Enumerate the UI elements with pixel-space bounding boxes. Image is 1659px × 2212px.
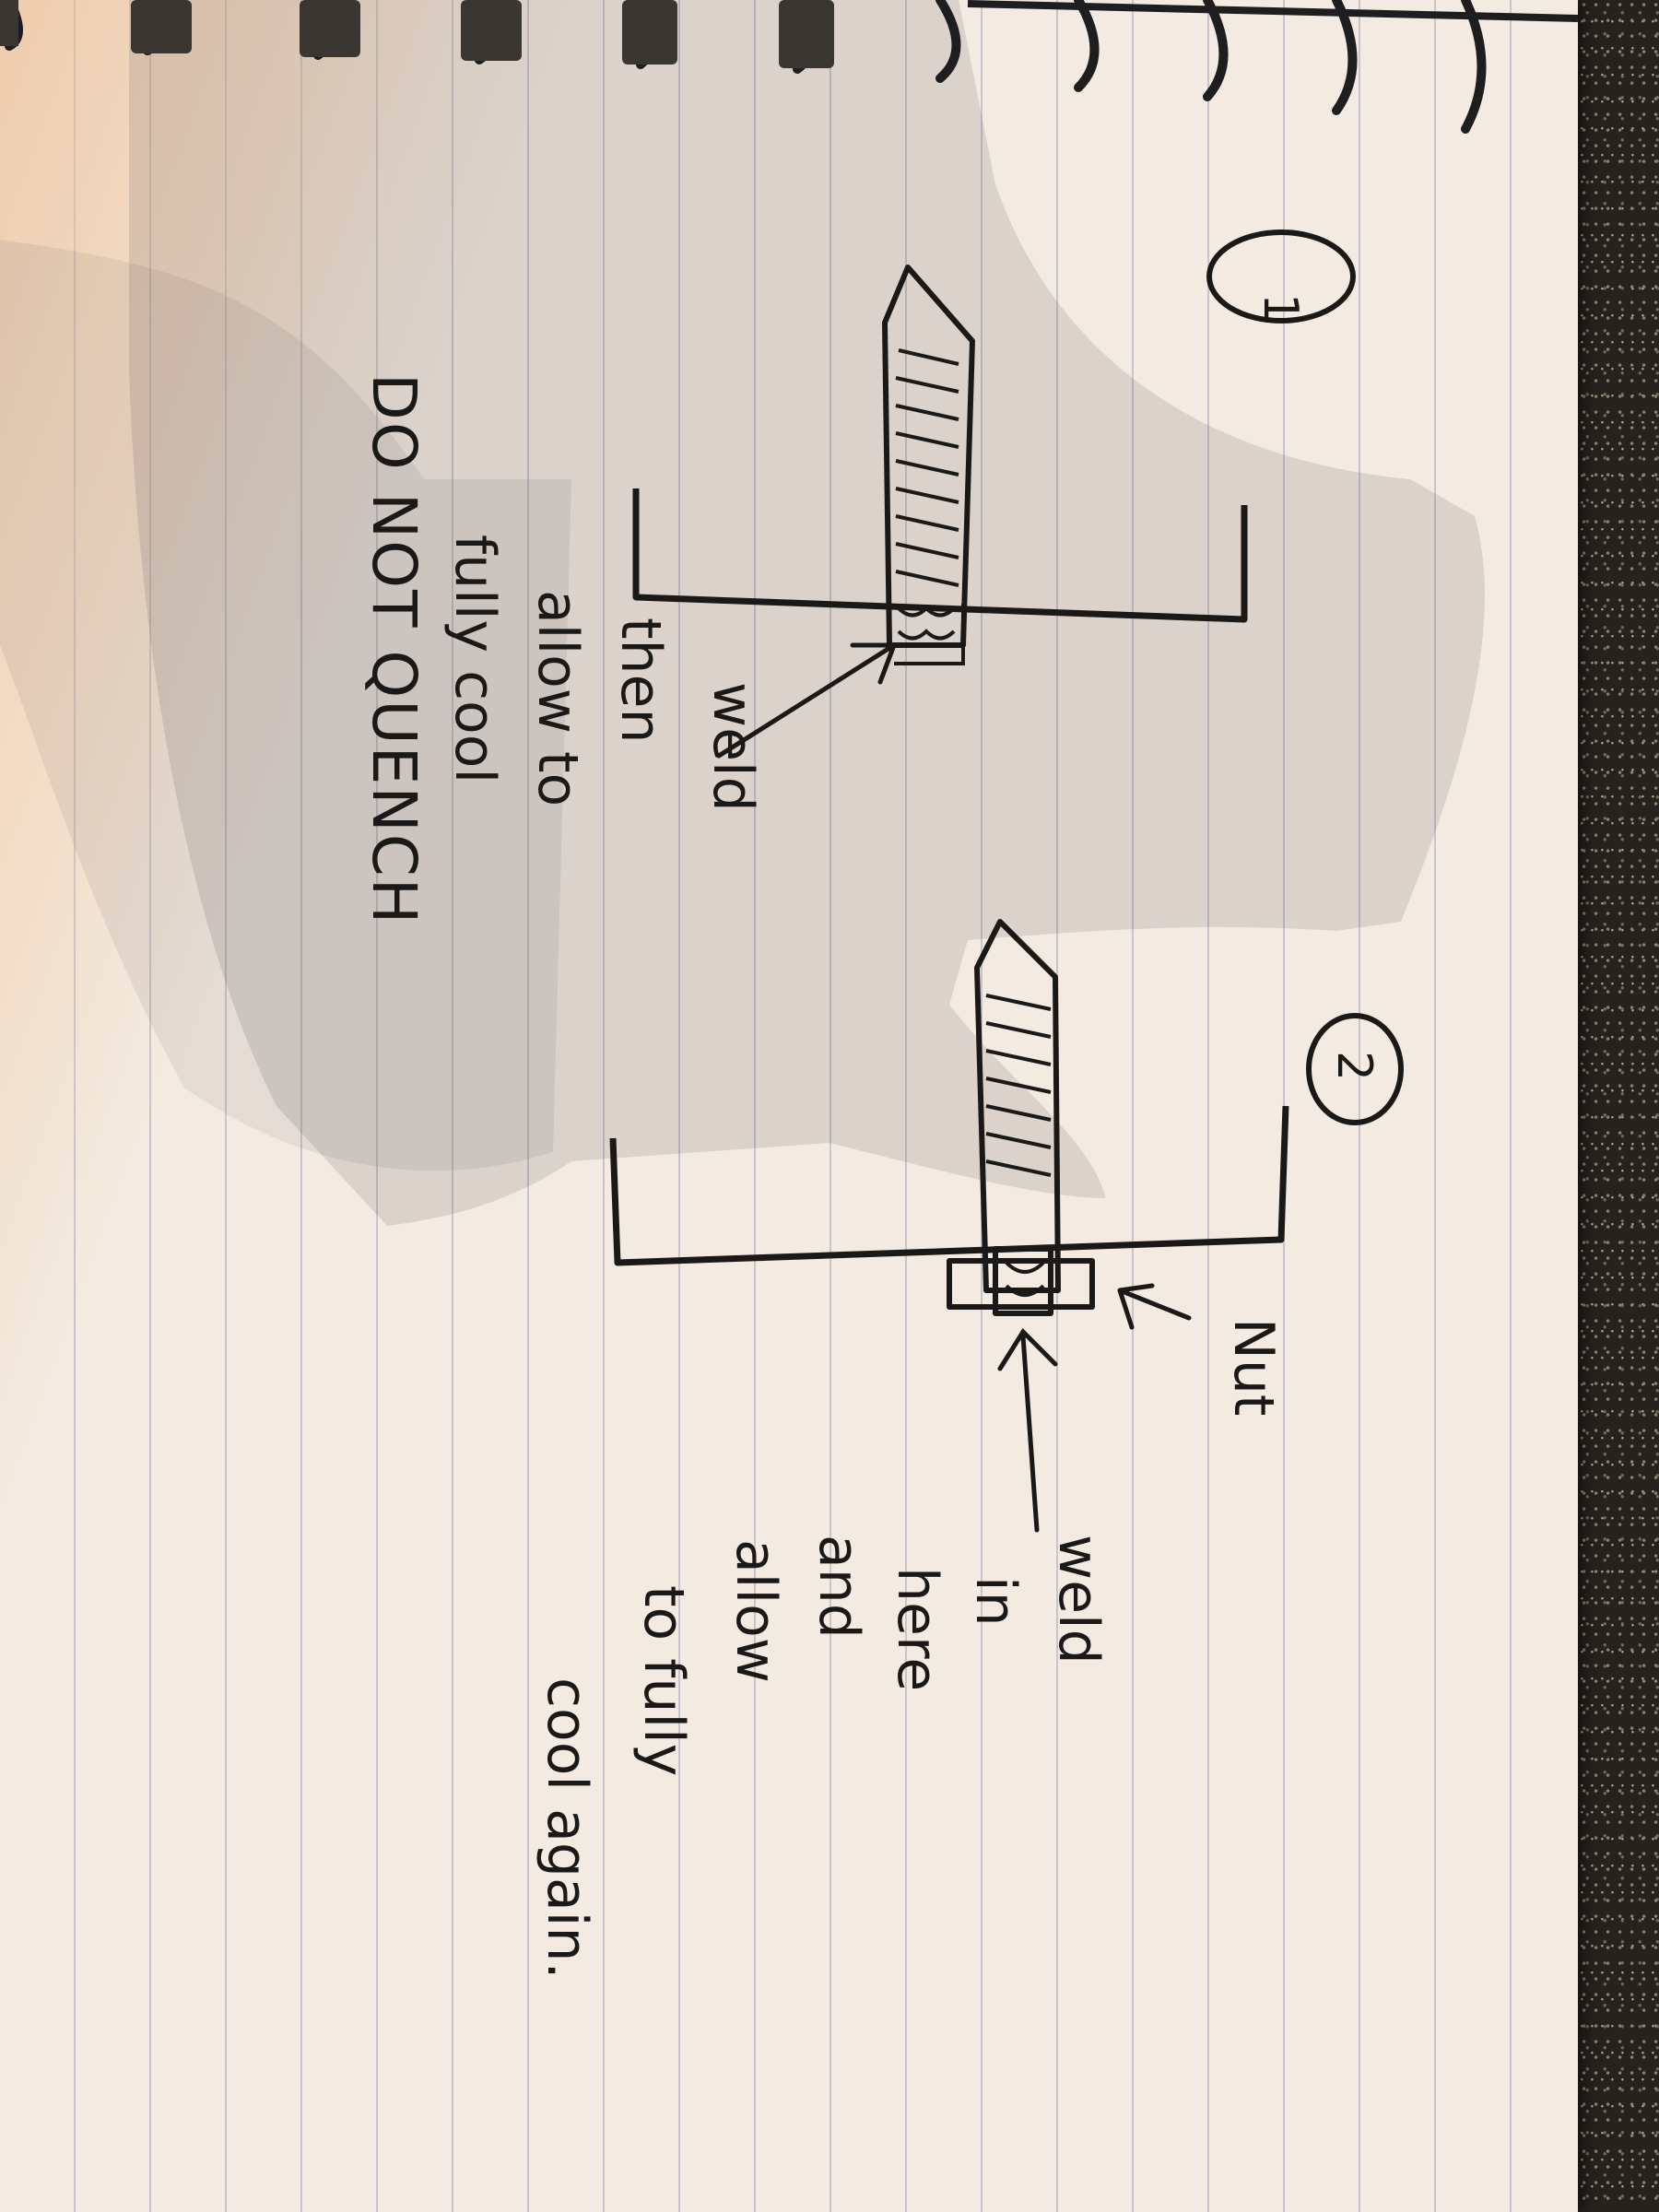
spiral-binding: [0, 0, 1578, 134]
step-1-group: 1 weld then allow to fully cool DO NOT Q…: [359, 229, 1356, 925]
step-2-stud: [974, 919, 1061, 1293]
step-2-nut-label: Nut: [1221, 1318, 1286, 1416]
step-2-weld-line2: in: [963, 1576, 1028, 1627]
step-1-note-allow: allow to: [525, 590, 590, 806]
notebook-page: [0, 0, 1578, 2212]
step-2-group: 2 Nut weld in here and allow to fully co…: [535, 919, 1404, 1980]
step-1-warning: DO NOT QUENCH: [359, 373, 429, 925]
step-1-stud-hatching: [895, 348, 959, 587]
step-2-weld-line6: to fully: [631, 1585, 696, 1776]
step-1-weld-arrow: [716, 642, 898, 759]
binding-ring: [935, 0, 961, 83]
step-2-bracket: [609, 1105, 1289, 1266]
step-1-number: 1: [1253, 293, 1308, 324]
step-1-weld-bead: [894, 604, 965, 665]
step-1-note-then: then: [608, 618, 673, 744]
binding-ring: [1074, 0, 1100, 92]
step-2-circle: [1306, 1013, 1404, 1125]
step-1-weld-label: weld: [700, 682, 765, 812]
step-2-weld-line3: here: [885, 1567, 949, 1691]
step-1-stud: [882, 265, 975, 648]
step-2-nut: [947, 1246, 1095, 1316]
step-2-weld-line4: and: [806, 1535, 871, 1639]
step-1-note-fully: fully cool: [442, 535, 507, 783]
step-2-nut-arrow: [1117, 1283, 1192, 1330]
step-2-nut-weld: [1005, 1261, 1045, 1297]
step-2-weld-line7: cool again.: [535, 1677, 599, 1980]
step-2-weld-line1: weld: [1046, 1535, 1111, 1665]
step-1-bracket: [632, 488, 1248, 623]
step-2-weld-arrow: [997, 1328, 1058, 1533]
step-2-weld-line5: allow: [724, 1539, 788, 1683]
step-2-number: 2: [1326, 1051, 1382, 1081]
step-1-circle: [1206, 229, 1356, 324]
step-2-stud-hatching: [985, 994, 1052, 1177]
